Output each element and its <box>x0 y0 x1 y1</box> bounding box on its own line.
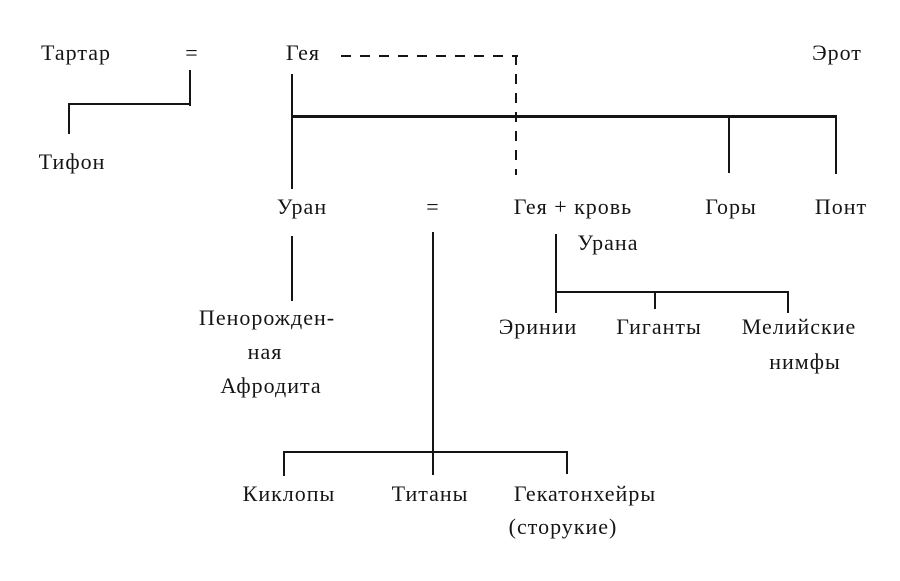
node-mountains: Горы <box>705 194 757 219</box>
edge-blood-children-bar <box>555 291 789 293</box>
node-pontus: Понт <box>814 194 868 219</box>
node-aphrodite-line2: ная <box>247 339 283 364</box>
node-erinyes: Эринии <box>498 314 578 339</box>
edge-down-pontus <box>835 115 837 174</box>
node-gaia-blood-line2: Урана <box>577 230 639 255</box>
node-gaia: Гея <box>286 40 320 65</box>
node-giants: Гиганты <box>616 314 702 339</box>
node-melian-line1: Мелийские <box>741 314 857 339</box>
equals-sign-uranus-gaia: = <box>426 194 440 219</box>
edge-down-melian <box>787 291 789 313</box>
edge-gaia-uranus <box>291 74 293 189</box>
edge-down-hecatoncheires <box>566 451 568 474</box>
node-aphrodite-line3: Афродита <box>220 373 322 398</box>
edge-down-mountains <box>728 115 730 173</box>
node-hecatoncheires-line2: (сторукие) <box>508 514 618 539</box>
edge-titan-children-bar <box>283 451 568 453</box>
node-aphrodite-line1: Пенорожден- <box>198 305 336 330</box>
edge-down-cyclopes <box>283 451 285 476</box>
node-hecatoncheires-line1: Гекатонхейры <box>513 481 657 506</box>
equals-sign-tartarus-gaia: = <box>185 40 199 65</box>
node-cyclopes: Киклопы <box>242 481 336 506</box>
node-gaia-blood-line1: Гея + кровь <box>513 194 633 219</box>
edge-down-giants <box>654 291 656 309</box>
node-eros: Эрот <box>812 40 862 65</box>
node-titans: Титаны <box>391 481 469 506</box>
edge-typhon-step <box>68 103 191 105</box>
edge-union-down-titans <box>432 232 434 475</box>
edge-gaia-children-bar <box>291 115 837 118</box>
edge-typhon-down <box>68 103 70 134</box>
edge-gaia-blood-down <box>555 234 557 313</box>
node-tartarus: Тартар <box>40 40 112 65</box>
node-melian-line2: нимфы <box>769 349 841 374</box>
node-uranus: Уран <box>276 194 328 219</box>
dashed-edge-gaia-horizontal <box>341 55 518 57</box>
node-typhon: Тифон <box>38 149 106 174</box>
edge-equals-down <box>189 70 191 106</box>
edge-uranus-aphrodite <box>291 236 293 301</box>
